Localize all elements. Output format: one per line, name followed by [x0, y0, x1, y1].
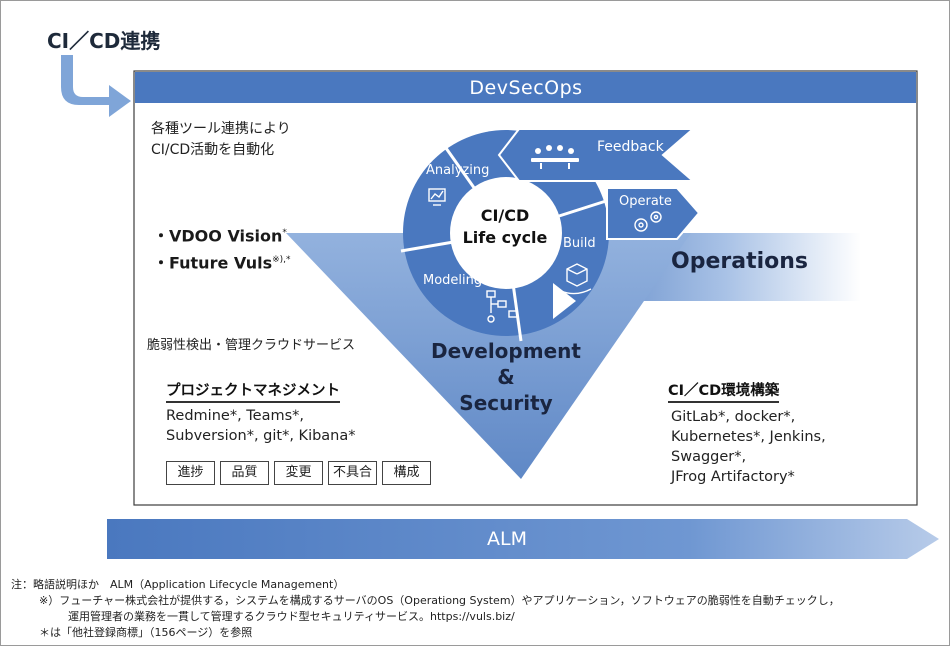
- cycle-center-hub: [450, 177, 562, 289]
- vulnerability-service-label: 脆弱性検出・管理クラウドサービス: [147, 338, 356, 353]
- segment-feedback: Feedback: [597, 139, 664, 155]
- devsecops-header-bar: [135, 72, 916, 103]
- gears-icon: [634, 211, 662, 232]
- note-line-3: 運用管理者の業務を一貫して管理するクラウド型セキュリティサービス。https:/…: [68, 610, 515, 623]
- cicd-link-title: CI／CD連携: [47, 29, 161, 53]
- tag-progress: 進捗: [166, 461, 215, 485]
- build-arrowhead: [553, 283, 576, 319]
- pm-tools-line-1: Redmine*, Teams*,: [166, 408, 305, 424]
- development-triangle: [286, 233, 691, 479]
- segment-modeling: Modeling: [423, 273, 483, 288]
- product-future-vuls: ・Future Vuls※),*: [153, 253, 291, 273]
- product-vdoo: ・VDOO Vision*: [153, 226, 287, 246]
- project-management-tags: 進捗 品質 変更 不具合 構成: [166, 461, 431, 485]
- tag-quality: 品質: [220, 461, 269, 485]
- alm-label: ALM: [487, 528, 527, 550]
- feedback-arrow: [497, 128, 696, 182]
- segment-operate: Operate: [619, 194, 672, 209]
- development-security-label: Development & Security: [431, 339, 581, 415]
- pm-tools-line-2: Subversion*, git*, Kibana*: [166, 428, 356, 444]
- cicd-environment-title: CI／CD環境構築: [668, 379, 780, 403]
- devsecops-title: DevSecOps: [469, 77, 583, 99]
- automation-line-1: 各種ツール連携により: [151, 121, 291, 137]
- tag-change: 変更: [274, 461, 323, 485]
- meeting-icon: [531, 145, 579, 169]
- alm-arrow: [107, 519, 939, 559]
- env-tools-line-1: GitLab*, docker*,: [671, 409, 796, 425]
- env-tools-line-3: Swagger*,: [671, 449, 747, 465]
- automation-description: 各種ツール連携により CI/CD活動を自動化: [151, 119, 291, 161]
- tag-configuration: 構成: [382, 461, 431, 485]
- box-hand-icon: [560, 263, 592, 295]
- security-products: ・VDOO Vision* ・Future Vuls※),*: [153, 221, 291, 276]
- env-tools-line-4: JFrog Artifactory*: [671, 469, 795, 485]
- operations-label: Operations: [671, 249, 808, 274]
- env-tools-line-2: Kubernetes*, Jenkins,: [671, 429, 826, 445]
- cicd-link-arrow: [61, 55, 131, 117]
- chart-icon: [428, 188, 446, 206]
- note-line-1: 注：略語説明ほか ALM（Application Lifecycle Manag…: [11, 578, 345, 591]
- project-management-title: プロジェクトマネジメント: [166, 379, 340, 403]
- automation-line-2: CI/CD活動を自動化: [151, 142, 275, 158]
- cycle-center-label: CI/CD Life cycle: [462, 206, 548, 247]
- segment-build: Build: [563, 236, 596, 251]
- tag-defect: 不具合: [328, 461, 377, 485]
- project-management-tools: Redmine*, Teams*, Subversion*, git*, Kib…: [166, 406, 356, 446]
- note-line-4: ＊は「他社登録商標」（156ページ）を参照: [39, 626, 253, 639]
- cicd-environment-tools: GitLab*, docker*, Kubernetes*, Jenkins, …: [671, 407, 826, 487]
- footnotes: 注：略語説明ほか ALM（Application Lifecycle Manag…: [11, 577, 840, 641]
- segment-analyzing: Analyzing: [426, 163, 490, 178]
- flowchart-icon: [486, 290, 518, 323]
- note-line-2: ※）フューチャー株式会社が提供する，システムを構成するサーバのOS（Operat…: [39, 594, 840, 607]
